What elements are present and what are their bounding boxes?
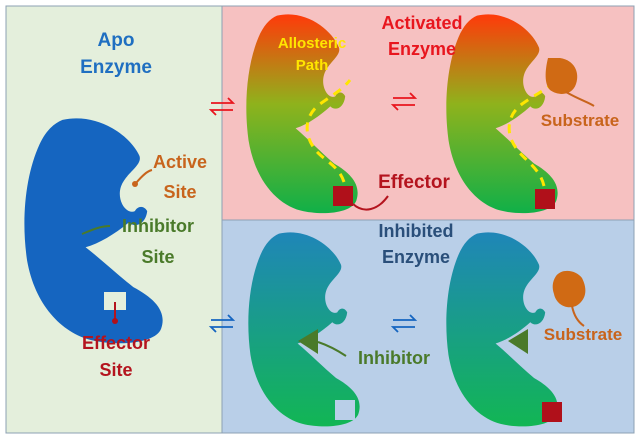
substrate-bottom-label: Substrate [544, 325, 622, 344]
equilibrium-arrow-inhibited-substrate [390, 314, 418, 333]
substrate-top-leader [565, 91, 595, 107]
substrate-bottom-leader [571, 305, 585, 327]
effector-leader [352, 195, 389, 211]
substrate-top-label: Substrate [541, 111, 619, 130]
inhibitor-site-leader [81, 225, 111, 235]
effector-bound-3 [542, 402, 562, 422]
apo-title-line1: Apo [98, 30, 135, 51]
active-site-line1: Active [153, 152, 207, 172]
inhibited-empty-effector-site [335, 400, 355, 420]
allosteric-path-2 [507, 80, 556, 187]
effector-bound-2 [535, 189, 555, 209]
inhibitor-bound-2 [508, 329, 528, 354]
effector-site-dot [112, 318, 118, 324]
inhibitor-bound-1 [298, 329, 318, 354]
equilibrium-arrow-apo-activated [208, 97, 236, 116]
active-site-leader [135, 169, 153, 184]
active-site-dot [132, 181, 138, 187]
activated-title-line2: Enzyme [388, 39, 456, 59]
effector-bound-1 [333, 186, 353, 206]
activated-title-line1: Activated [381, 13, 462, 33]
inhibited-title-line2: Enzyme [382, 247, 450, 267]
inhibited-title-line1: Inhibited [379, 221, 454, 241]
substrate-bound-top [545, 58, 578, 94]
effector-site-line1: Effector [82, 333, 150, 353]
inhibitor-label: Inhibitor [358, 348, 430, 368]
apo-effector-site-notch [104, 292, 126, 310]
apo-title-line2: Enzyme [80, 57, 152, 78]
active-site-line2: Site [163, 182, 196, 202]
equilibrium-arrow-activated-substrate [390, 92, 418, 111]
allosteric-path-1 [305, 79, 352, 183]
allosteric-path-line2: Path [296, 57, 329, 74]
effector-label: Effector [378, 172, 450, 193]
allosteric-path-line1: Allosteric [278, 35, 346, 52]
effector-site-line2: Site [99, 360, 132, 380]
inhibitor-site-line1: Inhibitor [122, 216, 194, 236]
substrate-bound-bottom [552, 270, 586, 308]
inhibitor-site-line2: Site [141, 247, 174, 267]
equilibrium-arrow-apo-inhibited [208, 314, 236, 333]
inhibitor-leader [317, 341, 347, 357]
